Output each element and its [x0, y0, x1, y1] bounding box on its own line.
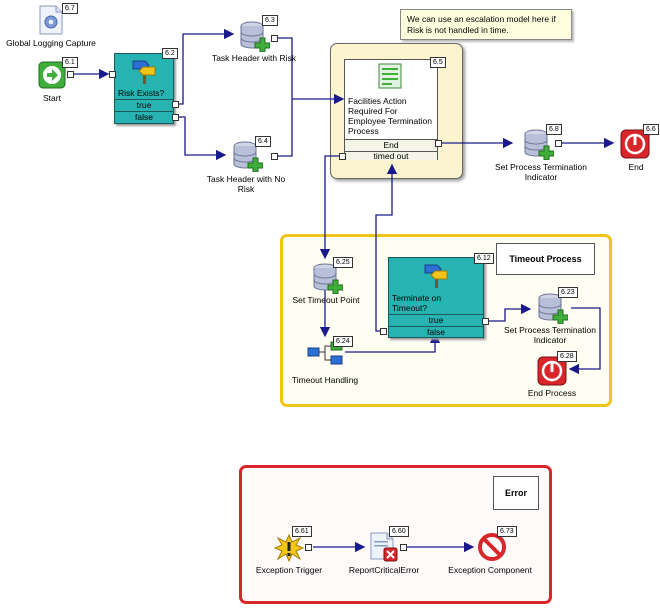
database-add-icon [538, 293, 569, 325]
exception-component-node[interactable] [477, 532, 507, 562]
node-badge: 6.4 [255, 136, 271, 147]
signpost-icon [132, 60, 156, 84]
global-logging-node[interactable] [39, 5, 63, 35]
node-label: Task Header with Risk [211, 53, 297, 63]
node-label: Set Process Termination Indicator [504, 325, 596, 345]
branch-true[interactable]: true [389, 314, 483, 326]
node-badge: 6.2 [162, 48, 178, 59]
error-title: Error [493, 476, 539, 510]
document-error-icon [370, 532, 398, 562]
branch-true[interactable]: true [115, 99, 173, 111]
start-arrow-icon [38, 61, 66, 89]
end-node[interactable] [620, 129, 650, 159]
set-process-termination-node[interactable] [522, 128, 555, 161]
node-label: Exception Trigger [255, 565, 323, 575]
database-add-icon [524, 129, 555, 161]
outcome-timed-out[interactable]: timed out [345, 151, 437, 160]
terminate-false-port[interactable] [380, 328, 387, 335]
signpost-icon [424, 264, 448, 288]
node-badge: 6.73 [497, 526, 517, 537]
facilities-end-port[interactable] [435, 140, 442, 147]
node-label: End [628, 162, 644, 172]
stop-power-icon [537, 356, 567, 386]
task-header-risk-node[interactable] [238, 20, 271, 53]
node-badge: 6.1 [62, 57, 78, 68]
risk-exists-decision[interactable]: Risk Exists? true false [114, 53, 174, 124]
node-label: Set Timeout Point [292, 295, 360, 305]
node-badge: 6.24 [333, 336, 353, 347]
decision-label: Terminate on Timeout? [392, 293, 442, 313]
risk-false-port[interactable] [172, 114, 179, 121]
node-label: Task Header with No Risk [206, 174, 286, 194]
node-label: End Process [527, 388, 577, 398]
report-critical-error-node[interactable] [370, 532, 398, 562]
database-add-icon [233, 141, 264, 173]
escalation-note: We can use an escalation model here if R… [400, 9, 572, 40]
node-badge: 6.25 [333, 257, 353, 268]
node-label: Timeout Handling [291, 375, 359, 385]
wire-header-norisk-to-facilities [276, 99, 293, 157]
form-icon [378, 63, 402, 89]
terminate-true-port[interactable] [482, 318, 489, 325]
node-badge: 6.5 [430, 57, 446, 68]
node-badge: 6.7 [62, 3, 78, 14]
node-label: Global Logging Capture [6, 38, 96, 48]
node-badge: 6.8 [546, 124, 562, 135]
prohibited-icon [478, 533, 506, 561]
terminate-on-timeout-decision[interactable]: Terminate on Timeout? true false [388, 257, 484, 338]
task-label: Facilities Action Required For Employee … [348, 96, 432, 136]
exception-burst-icon [273, 533, 305, 563]
node-label: ReportCriticalError [348, 565, 420, 575]
set-timeout-point-node[interactable] [311, 262, 344, 295]
branch-false[interactable]: false [115, 111, 173, 123]
facilities-action-task[interactable]: Facilities Action Required For Employee … [344, 59, 438, 160]
node-badge: 6.6 [643, 124, 659, 135]
timeout-process-title: Timeout Process [496, 243, 595, 275]
risk-true-port[interactable] [172, 101, 179, 108]
node-badge: 6.3 [262, 15, 278, 26]
report-out-port[interactable] [400, 544, 407, 551]
start-out-port[interactable] [67, 71, 74, 78]
outcome-end[interactable]: End [345, 139, 437, 151]
decision-label: Risk Exists? [118, 88, 165, 98]
wire-risk-true-to-header-risk [175, 28, 235, 105]
task-header-no-risk-node[interactable] [231, 140, 264, 173]
wire-risk-false-to-header-norisk [175, 116, 227, 161]
end-process-node[interactable] [537, 356, 567, 386]
branch-false[interactable]: false [389, 326, 483, 338]
risk-in-port[interactable] [109, 71, 116, 78]
node-badge: 6.12 [474, 253, 494, 264]
node-label: Start [43, 93, 61, 103]
exception-trigger-node[interactable] [273, 533, 305, 563]
facilities-timeout-port[interactable] [339, 153, 346, 160]
node-badge: 6.60 [389, 526, 409, 537]
node-label: Exception Component [448, 565, 532, 575]
node-badge: 6.23 [558, 287, 578, 298]
node-label: Set Process Termination Indicator [495, 162, 587, 182]
document-gear-icon [39, 5, 63, 35]
exception-trigger-out-port[interactable] [305, 544, 312, 551]
start-node[interactable] [38, 61, 66, 89]
set-process-termination-2-node[interactable] [536, 292, 569, 325]
stop-power-icon [620, 129, 650, 159]
task-header-no-risk-out-port[interactable] [271, 153, 278, 160]
node-badge: 6.28 [557, 351, 577, 362]
database-add-icon [313, 263, 344, 295]
task-header-risk-out-port[interactable] [271, 35, 278, 42]
set-process-term-out-port[interactable] [555, 140, 562, 147]
node-badge: 6.61 [292, 526, 312, 537]
